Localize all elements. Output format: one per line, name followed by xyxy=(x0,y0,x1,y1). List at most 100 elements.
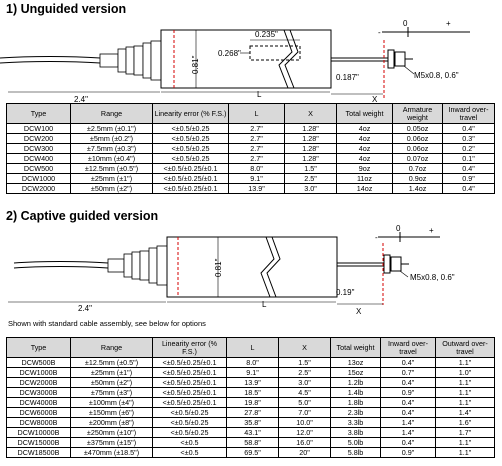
table-cell: 3.3lb xyxy=(330,417,381,428)
table-cell: 0.4" xyxy=(380,437,436,448)
table-cell: 1.5" xyxy=(278,357,331,368)
table-cell: 0.3" xyxy=(442,133,495,144)
table-cell: <±0.5/±0.25/±0.1 xyxy=(152,183,229,194)
table-cell: 12.0" xyxy=(278,427,331,438)
table-cell: <±0.5/±0.25/±0.1 xyxy=(152,163,229,174)
table-cell: 0.4" xyxy=(380,377,436,388)
table-cell: 1.28" xyxy=(284,153,337,164)
table-cell: 4oz xyxy=(336,133,393,144)
column-header: Inward over-travel xyxy=(380,337,436,358)
table-cell: ±150mm (±6") xyxy=(70,407,153,418)
table-cell: 2.5" xyxy=(284,173,337,184)
table-cell: 1.2lb xyxy=(330,377,381,388)
table-cell: 0.4" xyxy=(442,183,495,194)
dim-081-b: 0.81" xyxy=(214,258,223,277)
table-cell: 7.0" xyxy=(278,407,331,418)
column-header: Linearity error (% F.S.) xyxy=(152,103,229,124)
thread-label-b: M5x0.8, 0.6" xyxy=(410,273,455,282)
table-cell: 0.07oz xyxy=(392,153,443,164)
column-header: Armature weight xyxy=(392,103,443,124)
table-cell: 0.06oz xyxy=(392,143,443,154)
table-cell: 4oz xyxy=(336,123,393,134)
table-cell: <±0.5/±0.25/±0.1 xyxy=(152,377,227,388)
table-cell: 4.5" xyxy=(278,387,331,398)
table-cell: 0.05oz xyxy=(392,123,443,134)
table-cell: 1.28" xyxy=(284,123,337,134)
range-zero: 0 xyxy=(403,19,408,28)
table-cell: 2.5" xyxy=(278,367,331,378)
table-cell: 4oz xyxy=(336,143,393,154)
thread-label: M5x0.8, 0.6" xyxy=(414,71,459,80)
table-cell: 13.9" xyxy=(226,377,279,388)
table-cell: ±5mm (±0.2") xyxy=(70,133,153,144)
table-cell: 0.4" xyxy=(442,123,495,134)
table-cell: DCW3000B xyxy=(6,387,71,398)
column-header: Outward over-travel xyxy=(435,337,495,358)
table-cell: ±25mm (±1") xyxy=(70,173,153,184)
table-cell: DCW100 xyxy=(6,123,71,134)
table-cell: ±75mm (±3") xyxy=(70,387,153,398)
table-cell: 8.0" xyxy=(226,357,279,368)
table-cell: 3.0" xyxy=(278,377,331,388)
table-cell: <±0.5/±0.25 xyxy=(152,427,227,438)
table-cell: 35.8" xyxy=(226,417,279,428)
table-cell: 18.5" xyxy=(226,387,279,398)
column-header: Range xyxy=(70,103,153,124)
table-cell: 20" xyxy=(278,447,331,458)
column-header: Type xyxy=(6,337,71,358)
table-cell: 3.0" xyxy=(284,183,337,194)
table-cell: 1.1" xyxy=(435,357,495,368)
table-cell: 0.1" xyxy=(442,153,495,164)
table-cell: DCW2000 xyxy=(6,183,71,194)
table-cell: 4oz xyxy=(336,153,393,164)
table-cell: <±0.5/±0.25 xyxy=(152,143,229,154)
table-cell: 1.28" xyxy=(284,133,337,144)
range-plus: + xyxy=(446,19,451,28)
range-minus-b: - xyxy=(375,233,378,242)
table-cell: 1.5" xyxy=(284,163,337,174)
table-cell: ±10mm (±0.4") xyxy=(70,153,153,164)
table-cell: ±12.5mm (±0.5") xyxy=(70,357,153,368)
table-cell: ±250mm (±10") xyxy=(70,427,153,438)
dim-l-b: L xyxy=(262,300,267,309)
table-cell: ±375mm (±15") xyxy=(70,437,153,448)
table-cell: 1.1" xyxy=(435,397,495,408)
table-cell: DCW10000B xyxy=(6,427,71,438)
dim-0235: 0.235" xyxy=(255,30,278,39)
table-cell: 0.2" xyxy=(442,143,495,154)
table-cell: <±0.5 xyxy=(152,447,227,458)
column-header: Total weight xyxy=(330,337,381,358)
table-cell: <±0.5/±0.25/±0.1 xyxy=(152,173,229,184)
table-cell: 1.6" xyxy=(435,417,495,428)
table-cell: 10.0" xyxy=(278,417,331,428)
table-cell: 1.7" xyxy=(435,427,495,438)
table-cell: 1.1" xyxy=(435,377,495,388)
section-1-title: 1) Unguided version xyxy=(6,2,127,16)
table-cell: DCW500B xyxy=(6,357,71,368)
table-cell: 0.4" xyxy=(380,357,436,368)
table-cell: 2.7" xyxy=(228,153,285,164)
table-cell: 19.8" xyxy=(226,397,279,408)
table-cell: 1.4lb xyxy=(330,387,381,398)
column-header: Type xyxy=(6,103,71,124)
table-cell: 43.1" xyxy=(226,427,279,438)
dim-24: 2.4" xyxy=(74,95,88,104)
dim-019: 0.19" xyxy=(336,288,355,297)
table-cell: DCW2000B xyxy=(6,377,71,388)
table-cell: 5.8lb xyxy=(330,447,381,458)
table-cell: ±2.5mm (±0.1") xyxy=(70,123,153,134)
table-cell: DCW1000 xyxy=(6,173,71,184)
table-cell: 0.9" xyxy=(380,387,436,398)
table-cell: 14oz xyxy=(336,183,393,194)
